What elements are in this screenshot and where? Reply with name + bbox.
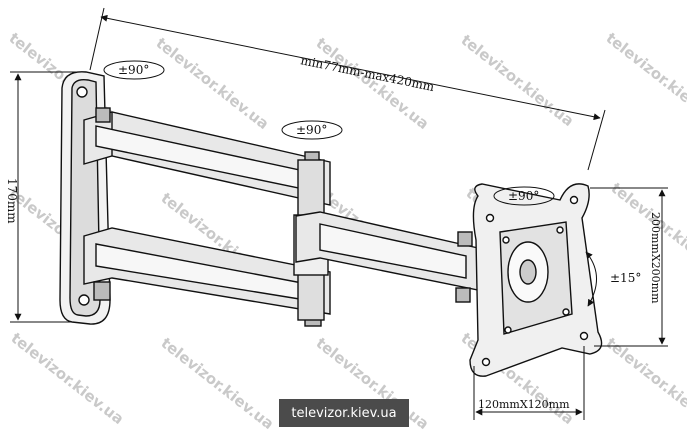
arm-rotation-label: ±90°	[296, 123, 327, 137]
watermark-text: televizor.kiev.ua	[603, 334, 687, 433]
watermark-text: televizor.kiev.ua	[608, 179, 687, 278]
extension-arm	[295, 211, 479, 303]
watermark-text: televizor.kiev.ua	[458, 31, 578, 130]
site-badge: televizor.kiev.ua	[279, 399, 409, 427]
length-dimension	[89, 7, 606, 171]
watermark-text: televizor.kiev.ua	[8, 329, 128, 428]
vesa-vertical-label: 200mmX200mm	[649, 212, 662, 304]
rotation-indicators	[103, 60, 597, 307]
tilt-label: ±15°	[610, 271, 641, 285]
watermark-text: televizor.kiev.ua	[603, 29, 687, 128]
vesa-horizontal-dimension	[473, 346, 585, 420]
vesa-horizontal-label: 120mmX120mm	[478, 398, 570, 411]
vesa-vertical-dimension	[590, 187, 668, 347]
plate-rotation-label: ±90°	[508, 189, 539, 203]
height-label: 170mm	[5, 178, 19, 224]
vesa-plate	[469, 183, 603, 377]
watermark-text: televizor.kiev.ua	[158, 334, 278, 433]
watermark-text: televizor.kiev.ua	[153, 34, 273, 133]
top-rotation-label: ±90°	[118, 63, 149, 77]
lower-arm	[83, 227, 331, 327]
